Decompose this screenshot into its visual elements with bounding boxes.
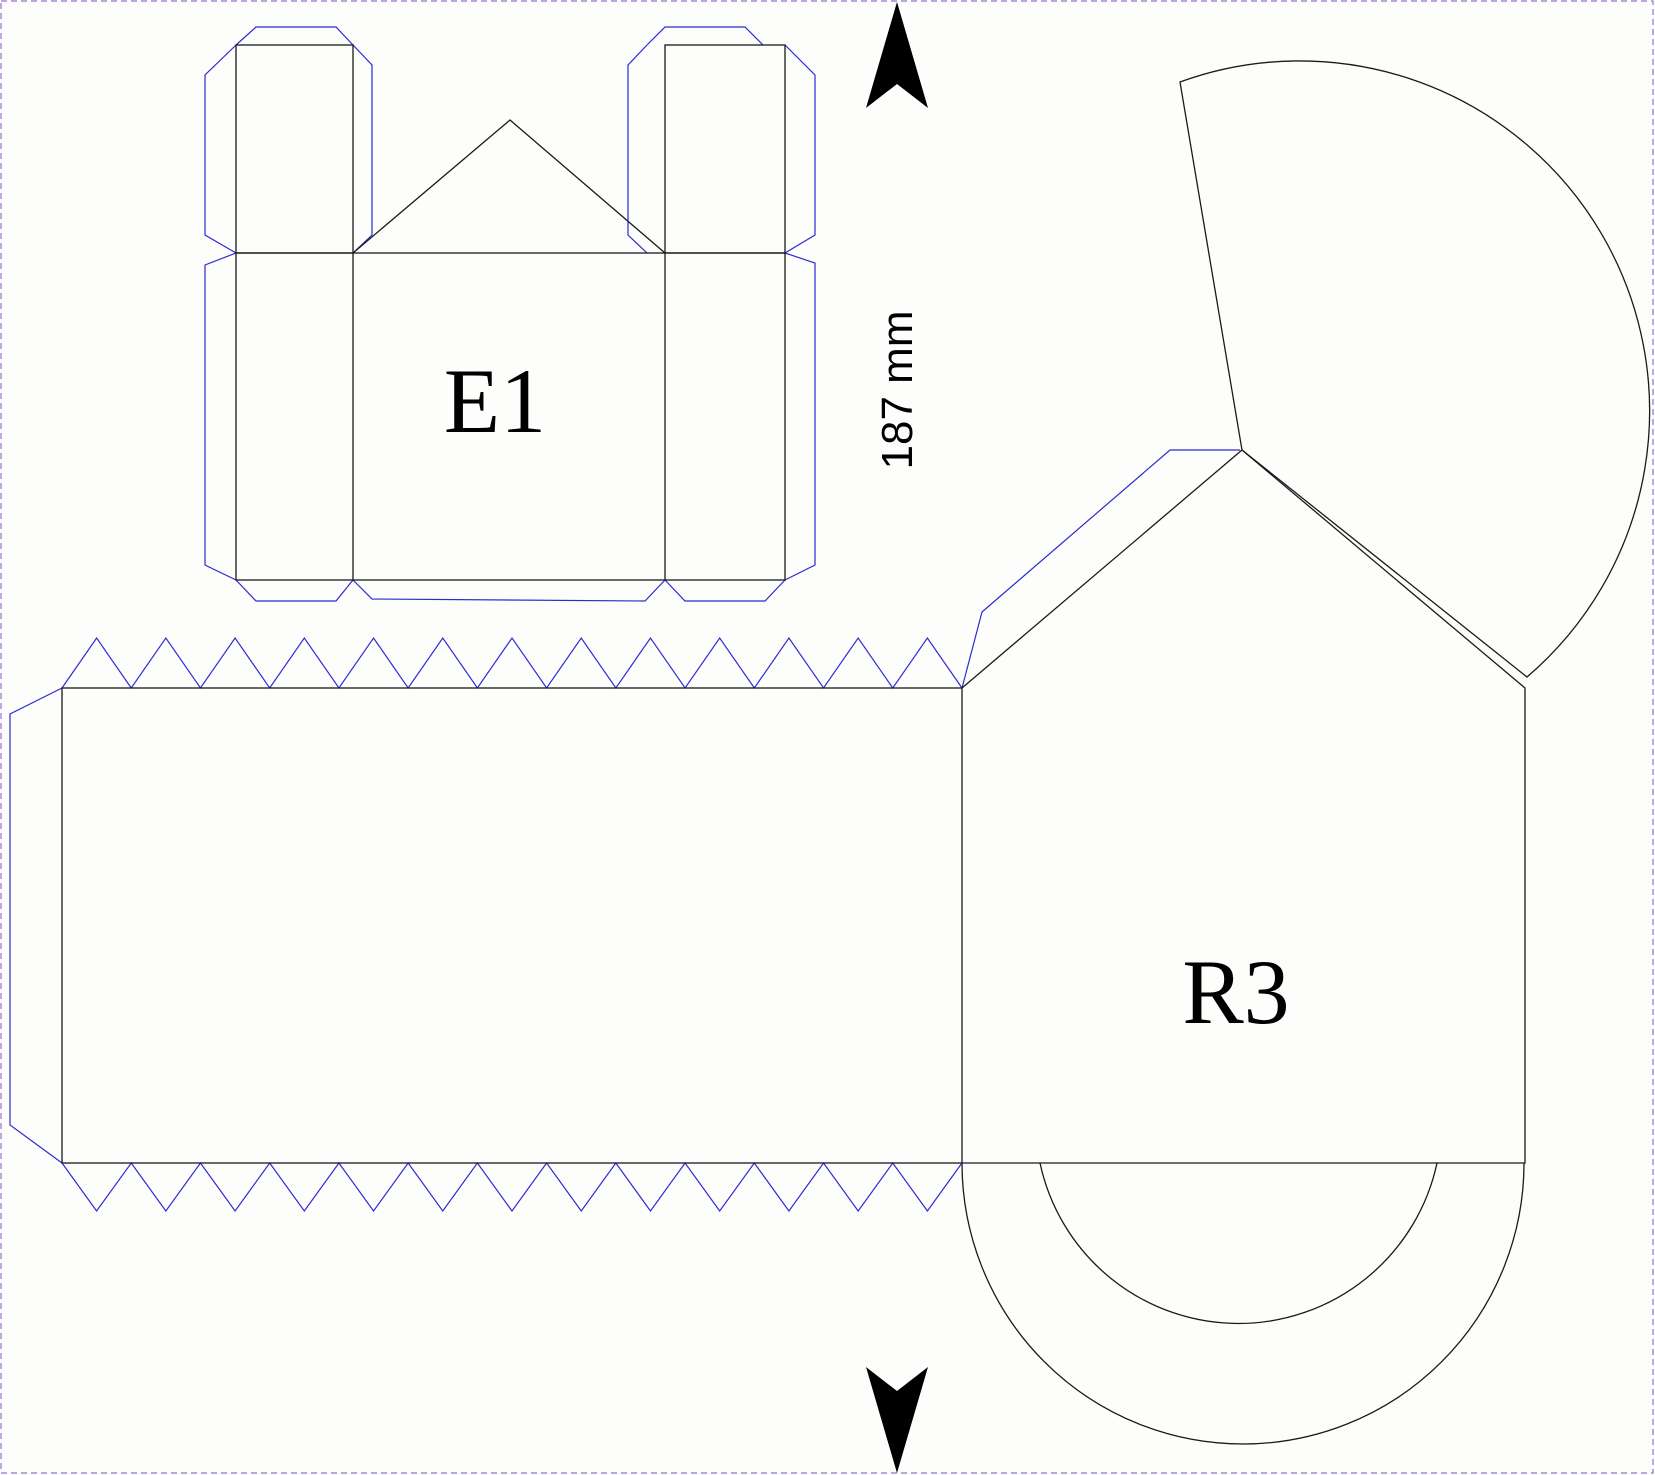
e1-body bbox=[235, 44, 786, 581]
r3-label: R3 bbox=[1182, 941, 1289, 1043]
piece-r3: R3 bbox=[961, 60, 1651, 1445]
r3-body bbox=[961, 60, 1651, 1445]
dimension-marker: 187 mm bbox=[866, 2, 928, 1473]
e1-label: E1 bbox=[444, 350, 546, 452]
strip-body bbox=[61, 687, 963, 1164]
dimension-label: 187 mm bbox=[873, 311, 922, 470]
strip-glue-tabs bbox=[9, 449, 1240, 1213]
piece-e1: E1 bbox=[204, 26, 816, 602]
arrow-up-icon bbox=[866, 2, 928, 108]
piece-strip bbox=[9, 449, 1240, 1213]
e1-glue-tabs bbox=[204, 26, 816, 602]
arrow-down-icon bbox=[866, 1367, 928, 1473]
